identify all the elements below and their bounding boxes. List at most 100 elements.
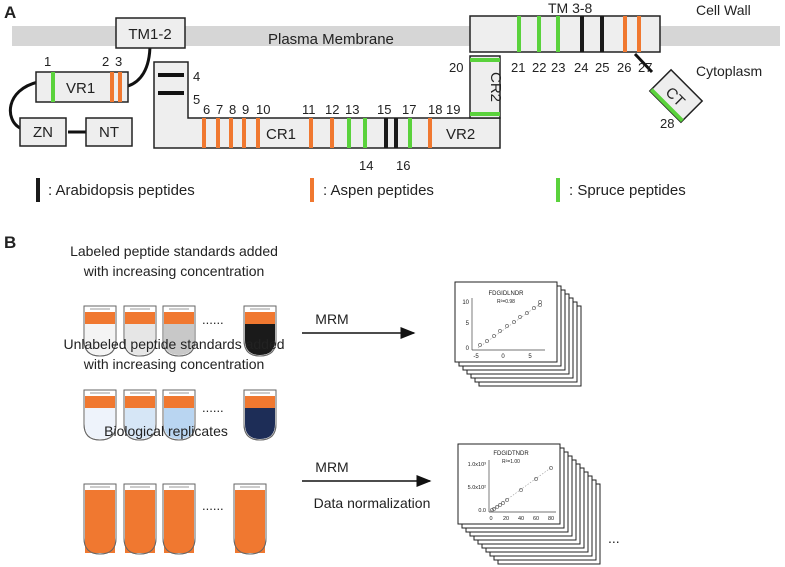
peptide-number-23: 23	[551, 60, 565, 75]
tube-unlabeled-3	[162, 389, 196, 441]
plot2-point	[519, 488, 523, 492]
plot1-title: FDGIDLNDR	[488, 291, 524, 297]
plot2-point	[495, 505, 499, 509]
peptide-marker-10	[256, 118, 260, 148]
plot-stack-ellipsis: ...	[608, 530, 620, 546]
plot2-title: FDGIDTNDR	[493, 451, 529, 457]
peptide-marker-20	[470, 58, 500, 62]
labeled-standards-tubes	[83, 305, 277, 357]
peptide-marker-24	[580, 16, 584, 52]
vr2-label: VR2	[446, 126, 475, 143]
plot1-point	[518, 315, 522, 319]
peptide-marker-22	[537, 16, 541, 52]
peptide-marker-13	[347, 118, 351, 148]
legend-arabidopsis-label: : Arabidopsis peptides	[48, 182, 195, 199]
peptide-number-25: 25	[595, 60, 609, 75]
peptide-marker-25	[600, 16, 604, 52]
plot1-point	[498, 329, 502, 333]
row2-ellipsis: ......	[202, 400, 224, 415]
plot2-xtick-0: 0	[489, 516, 492, 522]
peptide-number-27: 27	[638, 60, 652, 75]
tube-labeled-4	[243, 305, 277, 357]
peptide-marker-8	[229, 118, 233, 148]
plasma-membrane-label: Plasma Membrane	[268, 31, 394, 48]
peptide-number-5: 5	[193, 92, 200, 107]
peptide-marker-16	[394, 118, 398, 148]
legend-aspen-label: : Aspen peptides	[323, 182, 434, 199]
plot2-xtick-20: 20	[503, 516, 509, 522]
tube-labeled-1	[83, 305, 117, 357]
peptide-number-28: 28	[660, 116, 674, 131]
tube-replicate-1	[83, 483, 117, 555]
tube-replicate-3	[162, 483, 196, 555]
calibration-plot-2: FDGIDTNDR R²=1.00 1.0x10³ 5.0x10² 0.0 0 …	[457, 443, 561, 525]
ct-domain-box	[648, 68, 704, 124]
peptide-marker-17	[408, 118, 412, 148]
plot2-point	[534, 477, 538, 481]
tube-unlabeled-1	[83, 389, 117, 441]
plot1-ytick-0: 0	[466, 346, 470, 352]
peptide-number-24: 24	[574, 60, 588, 75]
biological-replicate-tubes	[83, 483, 267, 555]
plot1-r2: R²=0.98	[497, 299, 515, 305]
peptide-number-16: 16	[396, 158, 410, 173]
zn-label: ZN	[33, 124, 53, 141]
plot1-xtick-0: 0	[501, 354, 505, 360]
plot2-point	[492, 507, 496, 511]
peptide-marker-6	[202, 118, 206, 148]
plot2-r2: R²=1.00	[502, 459, 520, 465]
peptide-number-12: 12	[325, 102, 339, 117]
peptide-marker-23	[556, 16, 560, 52]
tm38-domain-box	[469, 15, 661, 53]
plot2-ytick-0: 0.0	[478, 508, 486, 514]
plot1-point	[512, 320, 516, 324]
plot1-xtick-neg5: -5	[473, 354, 479, 360]
plot2-point	[498, 503, 502, 507]
peptide-number-9: 9	[242, 102, 249, 117]
peptide-marker-15	[384, 118, 388, 148]
legend-spruce-label: : Spruce peptides	[569, 182, 686, 199]
biological-replicates-label: Biological replicates	[104, 423, 228, 439]
plot2-ytick-500: 5.0x10²	[468, 485, 487, 491]
peptide-marker-2	[110, 72, 114, 102]
peptide-marker-26	[623, 16, 627, 52]
panel-b-label: B	[4, 233, 16, 252]
plot1-point	[492, 334, 496, 338]
peptide-marker-9	[242, 118, 246, 148]
peptide-number-7: 7	[216, 102, 223, 117]
peptide-marker-1	[51, 72, 55, 102]
row3-ellipsis: ......	[202, 498, 224, 513]
legend-spruce-swatch	[556, 178, 560, 202]
peptide-number-4: 4	[193, 69, 200, 84]
cr1-label: CR1	[266, 126, 296, 143]
peptide-number-3: 3	[115, 54, 122, 69]
peptide-marker-27	[637, 16, 641, 52]
plot1-xtick-5: 5	[528, 354, 532, 360]
peptide-number-26: 26	[617, 60, 631, 75]
cr2-domain-box	[469, 55, 501, 119]
tube-replicate-2	[123, 483, 157, 555]
plot2-frame	[457, 443, 561, 525]
plot2-point	[501, 501, 505, 505]
row1-ellipsis: ......	[202, 312, 224, 327]
unlabeled-standards-tubes	[83, 389, 277, 441]
plot1-ytick-10: 10	[462, 300, 469, 306]
panel-a-label: A	[4, 3, 16, 22]
plot2-xtick-40: 40	[518, 516, 524, 522]
tm-ct-linker	[633, 52, 654, 74]
nt-domain-box	[85, 117, 133, 147]
peptide-number-2: 2	[102, 54, 109, 69]
peptide-marker-28	[649, 88, 684, 123]
tm12-vr1-linker	[127, 43, 152, 88]
plot1-point	[485, 339, 489, 343]
tube-replicate-4	[233, 483, 267, 555]
plot1-point	[525, 311, 529, 315]
arrow2-sublabel: Data normalization	[314, 495, 431, 511]
peptide-number-11: 11	[302, 102, 316, 117]
cell-wall-label: Cell Wall	[696, 2, 751, 18]
peptide-marker-14	[363, 118, 367, 148]
tube-unlabeled-2	[123, 389, 157, 441]
unlabeled-standards-line2: with increasing concentration	[83, 356, 265, 372]
plot1-point	[532, 306, 536, 310]
